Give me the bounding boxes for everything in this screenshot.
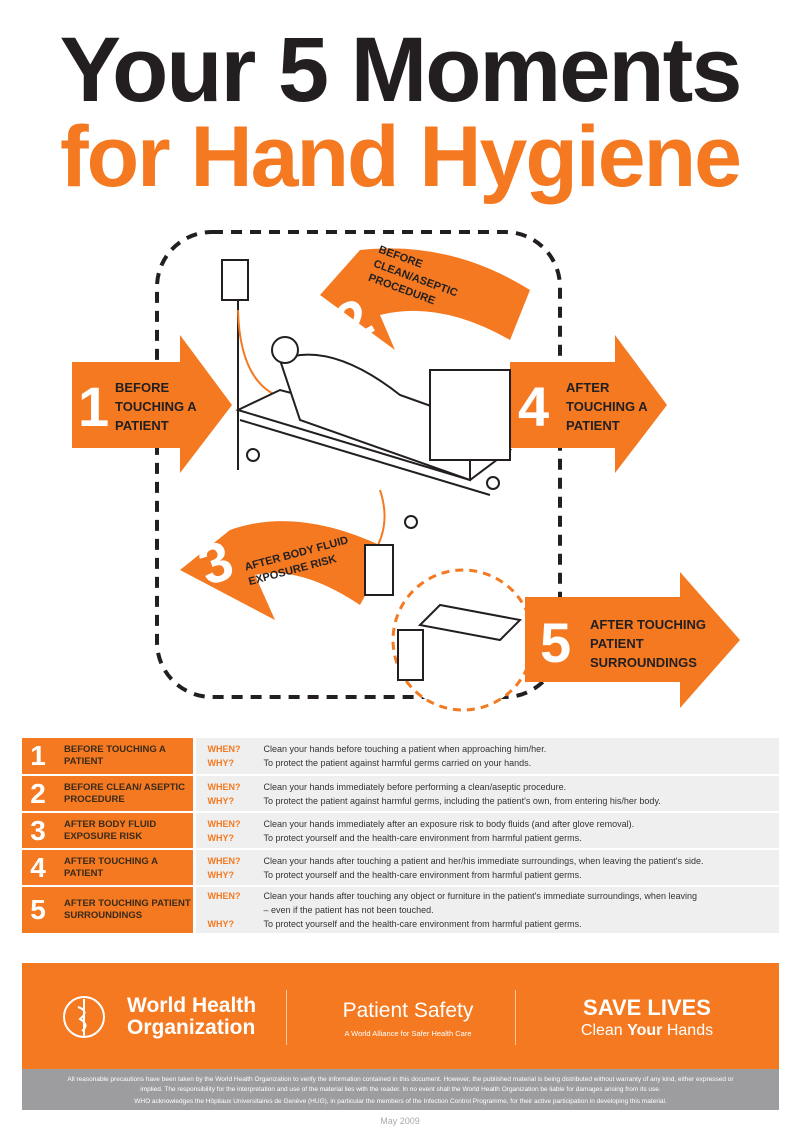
when-label: WHEN? — [207, 891, 241, 901]
table-row: 3 AFTER BODY FLUID EXPOSURE RISK WHEN? Cl… — [22, 812, 779, 850]
patient-safety-subtitle: A World Alliance for Safer Health Care — [344, 1029, 472, 1038]
publication-date: May 2009 — [380, 1116, 420, 1126]
who-name: World Health Organization — [127, 995, 256, 1039]
moment-4-number: 4 — [518, 375, 550, 438]
when-text: Clean your hands after touching any obje… — [263, 891, 697, 915]
arrow-5 — [525, 572, 740, 708]
moment-title: AFTER BODY FLUID EXPOSURE RISK — [54, 812, 194, 850]
arrow-4 — [510, 335, 667, 473]
arrow-3 — [180, 521, 390, 620]
when-label: WHEN? — [207, 855, 241, 866]
table-row: 1 BEFORE TOUCHING A PATIENT WHEN? Clean y… — [22, 738, 779, 776]
footer-banner: World Health Organization Patient Safety… — [22, 963, 779, 1069]
who-line-2: Organization — [127, 1016, 256, 1039]
moment-details: WHEN? Clean your hands immediately before… — [192, 775, 779, 813]
table-row: 2 BEFORE CLEAN/ ASEPTIC PROCEDURE WHEN? C… — [22, 775, 779, 813]
save-lives-title: SAVE LIVES — [583, 995, 711, 1020]
when-label: WHEN? — [207, 818, 241, 829]
moment-1-label: BEFORE TOUCHING A PATIENT — [115, 380, 197, 433]
moment-number: 3 — [22, 812, 54, 850]
table-row: 4 AFTER TOUCHING A PATIENT WHEN? Clean yo… — [22, 849, 779, 887]
moment-details: WHEN? Clean your hands after touching a p… — [192, 849, 779, 887]
patient-zone-border — [155, 230, 562, 699]
moment-title: AFTER TOUCHING PATIENT SURROUNDINGS — [54, 886, 194, 935]
why-text: To protect yourself and the health-care … — [263, 919, 582, 929]
moments-table: 1 BEFORE TOUCHING A PATIENT WHEN? Clean y… — [22, 738, 779, 935]
when-text: Clean your hands immediately before perf… — [263, 781, 567, 792]
moment-number: 1 — [22, 738, 54, 776]
moment-5-label: AFTER TOUCHING PATIENT SURROUNDINGS — [590, 617, 707, 670]
why-text: To protect yourself and the health-care … — [263, 832, 582, 843]
when-text: Clean your hands before touching a patie… — [263, 744, 547, 754]
save-lives-subtitle: Clean Your Hands — [542, 1022, 752, 1040]
subtitle-part: Clean — [580, 1022, 628, 1039]
why-label: WHY? — [207, 869, 235, 880]
arrow-1 — [72, 335, 232, 473]
five-moments-illustration — [72, 230, 740, 712]
why-label: WHY? — [207, 795, 235, 806]
table-row: 5 AFTER TOUCHING PATIENT SURROUNDINGS WH… — [22, 886, 779, 935]
who-line-1: World Health — [127, 994, 257, 1017]
divider — [515, 990, 516, 1045]
divider — [286, 990, 287, 1045]
when-label: WHEN? — [207, 781, 241, 792]
why-label: WHY? — [207, 919, 235, 929]
moment-title: BEFORE CLEAN/ ASEPTIC PROCEDURE — [54, 775, 194, 813]
disclaimer-text: All reasonable precautions have been tak… — [67, 1076, 734, 1093]
moment-5-number: 5 — [540, 611, 572, 674]
why-label: WHY? — [207, 758, 235, 768]
title-line-1: Your 5 Moments — [59, 19, 743, 121]
moment-4-label: AFTER TOUCHING A PATIENT — [566, 380, 648, 433]
why-text: To protect yourself and the health-care … — [263, 869, 582, 880]
arrow-2 — [320, 248, 530, 350]
when-label: WHEN? — [207, 744, 241, 754]
who-emblem-icon — [63, 996, 105, 1038]
when-text: Clean your hands immediately after an ex… — [263, 818, 635, 829]
moment-1-number: 1 — [78, 375, 110, 438]
title-line-2: for Hand Hygiene — [60, 109, 742, 205]
moment-details: WHEN? Clean your hands before touching a … — [192, 738, 779, 776]
disclaimer: All reasonable precautions have been tak… — [22, 1069, 779, 1110]
why-text: To protect the patient against harmful g… — [263, 795, 661, 806]
moment-title: BEFORE TOUCHING A PATIENT — [54, 738, 194, 776]
subtitle-part: Your — [627, 1022, 663, 1039]
acknowledgement-text: WHO acknowledges the Hôpitaux Universita… — [134, 1098, 667, 1105]
bed-illustration — [221, 259, 523, 681]
moment-number: 5 — [22, 886, 54, 935]
why-text: To protect the patient against harmful g… — [263, 758, 532, 768]
moment-number: 2 — [22, 775, 54, 813]
moment-details: WHEN? Clean your hands immediately after … — [192, 812, 779, 850]
moment-number: 4 — [22, 849, 54, 887]
why-label: WHY? — [207, 832, 235, 843]
subtitle-part: Hands — [662, 1022, 714, 1039]
moment-details: WHEN? Clean your hands after touching any… — [192, 886, 779, 935]
when-text: Clean your hands after touching a patien… — [263, 855, 704, 866]
patient-safety-title: Patient Safety — [342, 999, 474, 1022]
moment-title: AFTER TOUCHING A PATIENT — [54, 849, 194, 887]
